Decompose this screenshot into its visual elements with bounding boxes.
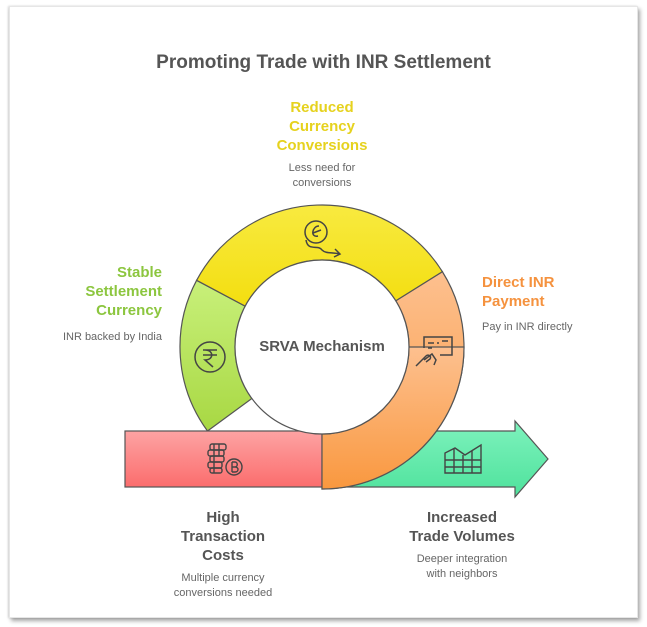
chart-grid-icon — [444, 443, 482, 474]
reduced-conversions-desc: Less need for conversions — [262, 161, 382, 191]
desc-line: INR backed by India — [62, 331, 162, 343]
desc-line: Multiple currency — [181, 572, 265, 584]
title-line: Reduced — [290, 99, 354, 116]
high-costs-desc: Multiple currency conversions needed — [163, 571, 283, 601]
diagram-title: Promoting Trade with INR Settlement — [156, 52, 491, 73]
high-costs-title: High Transaction Costs — [163, 508, 283, 565]
rupee-icon — [194, 341, 226, 373]
title-line: Payment — [482, 293, 545, 310]
increased-volumes-title: Increased Trade Volumes — [392, 508, 532, 546]
center-circle — [234, 259, 410, 435]
direct-payment-desc: Pay in INR directly — [482, 320, 612, 335]
title-line: Increased — [426, 509, 498, 526]
title-line: Stable — [116, 264, 162, 281]
title-line: Costs — [202, 547, 244, 564]
title-line: Trade Volumes — [409, 528, 515, 545]
desc-line: conversions needed — [173, 587, 273, 599]
title-line: Direct INR — [482, 274, 555, 291]
coins-bitcoin-icon — [207, 443, 243, 476]
desc-line: Less need for — [288, 162, 356, 174]
desc-line: with neighbors — [426, 568, 498, 580]
title-line: Transaction — [180, 528, 266, 545]
title-line: High — [206, 509, 240, 526]
stable-currency-title: Stable Settlement Currency — [52, 263, 162, 320]
desc-line: Pay in INR directly — [482, 321, 573, 333]
center-label: SRVA Mechanism — [259, 338, 385, 355]
title-line: Currency — [289, 118, 355, 135]
desc-line: conversions — [292, 177, 352, 189]
title-line: Settlement — [85, 283, 162, 300]
desc-line: Deeper integration — [416, 553, 508, 565]
title-line: Conversions — [276, 137, 368, 154]
increased-volumes-desc: Deeper integration with neighbors — [392, 552, 532, 582]
title-line: Currency — [96, 302, 162, 319]
currency-exchange-icon — [304, 220, 342, 258]
reduced-conversions-title: Reduced Currency Conversions — [262, 98, 382, 155]
card-payment-icon — [415, 336, 453, 367]
direct-payment-title: Direct INR Payment — [482, 273, 612, 311]
stable-currency-desc: INR backed by India — [42, 330, 162, 345]
